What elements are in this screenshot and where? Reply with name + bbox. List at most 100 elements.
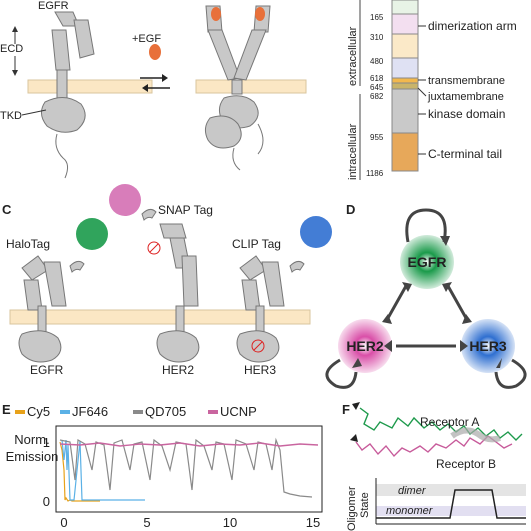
ylabel-line1: Norm. [14, 432, 49, 447]
receptor-a-label: Receptor A [420, 415, 479, 429]
snap-dye [109, 184, 141, 216]
halotag-dye [76, 218, 108, 250]
monomer-state-label: monomer [386, 505, 434, 517]
egfr-node [400, 235, 454, 289]
domain-transmembrane-label: transmembrane [428, 75, 505, 87]
domain-ctail-label: C-terminal tail [428, 147, 502, 161]
domain-transmembrane [391, 77, 419, 84]
trace-receptor-a [359, 407, 523, 441]
domain-seg-0 [391, 0, 419, 15]
egf-ligand [149, 44, 161, 60]
forward-arrow-head [162, 74, 168, 82]
reverse-arrow-head [142, 84, 148, 92]
domain-juxtamembrane [391, 82, 419, 90]
her3-node-label: HER3 [469, 338, 507, 354]
oligomer-ylabel-line1: Oligomer [346, 486, 358, 531]
legend-swatch-jf646 [60, 410, 70, 414]
halotag-label: HaloTag [6, 237, 50, 251]
egfr-receptor-c [18, 255, 85, 363]
egfr-monomer [41, 11, 95, 179]
tick-618: 618 [370, 74, 384, 83]
trace-cy5 [59, 441, 100, 502]
legend-qd705: QD705 [145, 404, 186, 419]
juxtamembrane-pointer [417, 87, 427, 97]
ecd-arrow-down-head [12, 70, 18, 76]
legend-swatch-qd705 [133, 410, 143, 414]
domain-juxtamembrane-label: juxtamembrane [427, 91, 504, 103]
tick-310: 310 [370, 33, 384, 42]
tick-165: 165 [370, 13, 384, 22]
membrane-c [9, 309, 311, 325]
colocalized-segment [450, 427, 501, 443]
egf-label: +EGF [132, 33, 161, 45]
interaction-arrows [325, 208, 527, 389]
domain-ctail [391, 132, 419, 172]
panel-d: D EGFR HER2 HER3 [325, 202, 527, 389]
receptor-b-label: Receptor B [436, 457, 496, 471]
panel-e: E Cy5 JF646 QD705 UCNP Norm. Emission 1 … [2, 402, 323, 530]
domain-dimerization-label: dimerization arm [428, 19, 517, 33]
plot-frame [55, 425, 323, 513]
interaction-arrowheads [352, 236, 502, 368]
snaptag-label: SNAP Tag [158, 203, 213, 217]
her3-receptor-label: HER3 [244, 363, 276, 377]
egfr-label: EGFR [38, 0, 69, 12]
ylabel-line2: Emission [6, 449, 59, 464]
panel-a: EGFR ECD TKD +EGF [0, 0, 307, 179]
her2-node [338, 319, 392, 373]
panel-f: F Receptor A Receptor B Oligomer State d… [342, 402, 526, 531]
egfr-receptor-label: EGFR [30, 363, 64, 377]
panel-c: C HaloTag EGFR SNAP Tag HER2 [2, 184, 332, 377]
receptor-b-start-marker [350, 434, 358, 442]
her2-node-label: HER2 [346, 338, 384, 354]
cliptag-label: CLIP Tag [232, 237, 281, 251]
extracellular-label: extracellular [347, 26, 359, 86]
oligomer-ylabel-line2: State [359, 492, 371, 518]
legend: Cy5 JF646 QD705 UCNP [15, 404, 257, 419]
her2-receptor-label: HER2 [162, 363, 194, 377]
panel-e-label: E [2, 402, 11, 417]
legend-jf646: JF646 [72, 404, 108, 419]
state-trace [376, 489, 526, 519]
ecd-arrow-up-head [12, 26, 18, 32]
domain-kinase [391, 88, 419, 134]
trace-jf646 [61, 439, 145, 501]
domain-seg-1 [391, 13, 419, 35]
panel-b: extracellular intracellular 165 310 480 … [347, 0, 517, 180]
membrane-a-left [27, 79, 153, 94]
ytick-0: 0 [43, 494, 50, 509]
ecd-label: ECD [0, 43, 23, 55]
receptor-a-start-marker [352, 402, 360, 410]
tick-682: 682 [370, 92, 384, 101]
her3-receptor-c [236, 255, 305, 363]
legend-ucnp: UCNP [220, 404, 257, 419]
domain-kinase-label: kinase domain [428, 107, 505, 121]
no-binding-icon-her3 [251, 339, 265, 353]
ytick-1: 1 [43, 435, 50, 450]
domain-seg-2 [391, 33, 419, 59]
domain-seg-3 [391, 57, 419, 79]
legend-swatch-ucnp [208, 410, 218, 414]
tick-955: 955 [370, 133, 384, 142]
her2-receptor-c [141, 208, 200, 363]
trace-ucnp [59, 442, 319, 447]
tkd-pointer [21, 109, 47, 116]
xtick-0: 0 [60, 515, 67, 530]
tick-480: 480 [370, 57, 384, 66]
panel-c-label: C [2, 202, 12, 217]
egf-bound-1 [211, 7, 221, 21]
legend-cy5: Cy5 [27, 404, 50, 419]
xtick-5: 5 [143, 515, 150, 530]
egfr-node-label: EGFR [408, 254, 447, 270]
no-binding-slash-her3 [253, 341, 263, 351]
dimer-band [376, 484, 526, 496]
no-binding-slash-snap [149, 243, 159, 253]
tick-1186: 1186 [366, 169, 384, 178]
egfr-dimer [204, 5, 271, 171]
trace-qd705 [59, 437, 313, 498]
dimer-state-label: dimer [398, 485, 427, 497]
no-binding-icon-snap [147, 241, 161, 255]
clip-dye [300, 216, 332, 248]
xtick-10: 10 [223, 515, 237, 530]
